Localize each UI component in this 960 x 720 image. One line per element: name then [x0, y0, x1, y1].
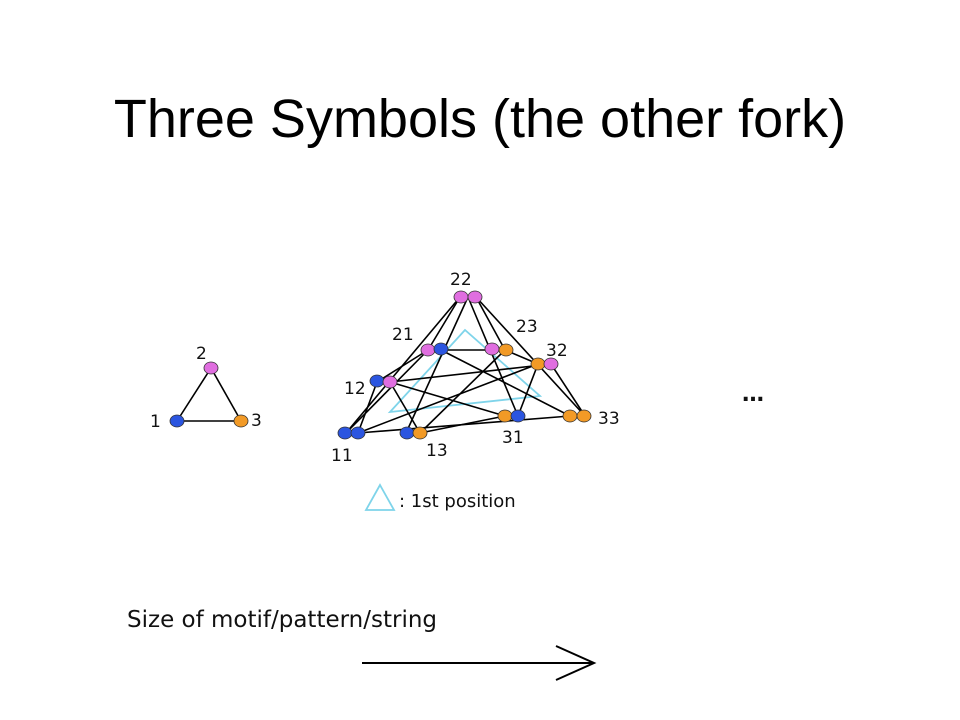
node-2-label: 2 [196, 344, 207, 364]
large-graph: 22 21 23 32 12 33 31 11 13 [331, 270, 620, 466]
edge-22-33 [475, 296, 586, 417]
legend-label: : 1st position [399, 491, 516, 512]
node-11-label: 11 [331, 446, 353, 466]
edge-22-21 [427, 296, 461, 351]
node-13 [399, 426, 428, 440]
triangle-outline-icon [364, 483, 396, 511]
edge-12-11 [357, 381, 378, 434]
edge-1-2 [176, 367, 212, 422]
edge-21-33 [440, 349, 571, 417]
node-2 [203, 361, 219, 375]
right-arrow-icon [362, 645, 597, 681]
node-3 [233, 414, 249, 428]
large-graph-edges [345, 296, 586, 434]
node-11 [337, 426, 366, 440]
node-1 [169, 414, 185, 428]
node-22 [453, 290, 483, 304]
edge-23-13 [419, 349, 506, 434]
node-3-label: 3 [251, 411, 262, 431]
node-1-label: 1 [150, 412, 161, 432]
edge-22-13 [405, 296, 469, 434]
edge-32-11 [357, 363, 539, 434]
edge-2-3 [210, 367, 242, 422]
edge-12-13 [389, 381, 421, 434]
node-13-label: 13 [426, 441, 448, 461]
edge-13-31 [419, 415, 506, 434]
node-31 [497, 409, 526, 423]
ellipsis: … [742, 382, 764, 407]
node-33-label: 33 [598, 409, 620, 429]
node-33 [562, 409, 592, 423]
edge-21-11 [345, 349, 429, 434]
node-12 [369, 374, 398, 389]
small-graph-edges [176, 367, 242, 422]
node-21 [420, 342, 449, 357]
node-23 [484, 342, 514, 357]
edge-22-31 [467, 296, 519, 417]
edge-22-23 [475, 296, 506, 351]
node-32-label: 32 [546, 341, 568, 361]
node-23-label: 23 [516, 317, 538, 337]
slide-title: Three Symbols (the other fork) [113, 89, 847, 149]
edge-32-33 [550, 363, 586, 417]
node-12-label: 12 [344, 379, 366, 399]
size-axis: Size of motif/pattern/string [127, 607, 597, 681]
node-22-label: 22 [450, 270, 472, 290]
legend: : 1st position [364, 483, 516, 512]
edge-32-31 [517, 363, 539, 417]
node-32 [530, 357, 559, 371]
edge-21-12 [376, 349, 429, 383]
size-axis-label: Size of motif/pattern/string [127, 607, 437, 633]
node-31-label: 31 [502, 428, 524, 448]
small-graph: 1 2 3 [150, 344, 262, 432]
node-21-label: 21 [392, 325, 414, 345]
edge-12-32 [389, 363, 552, 383]
